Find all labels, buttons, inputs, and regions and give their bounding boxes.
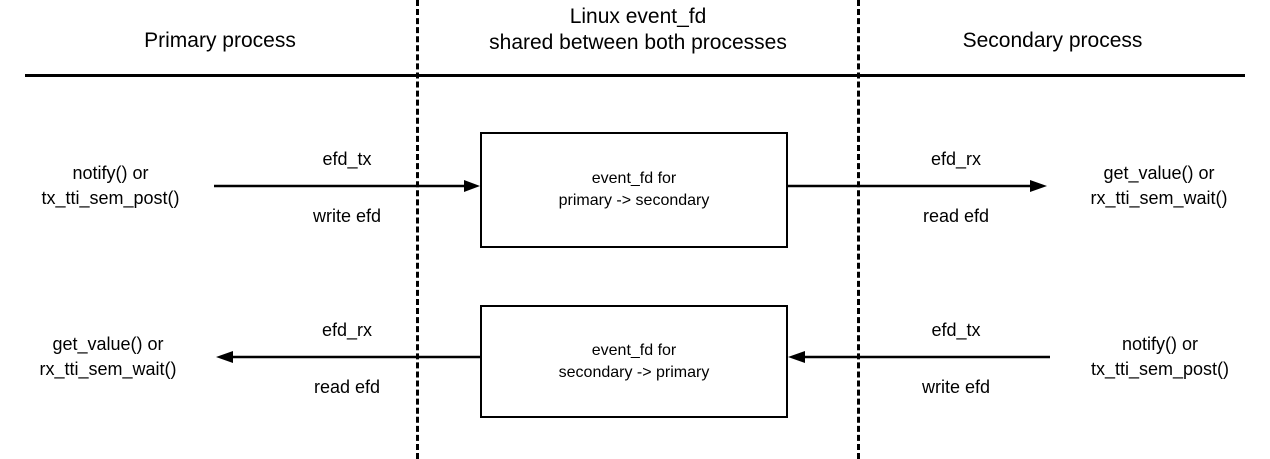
column-header-primary-process: Primary process <box>144 29 296 52</box>
endpoint-label-secondary-get-value-rx: get_value() or rx_tti_sem_wait() <box>1090 163 1228 208</box>
arrow-label-read-efd-secondary: read efd <box>922 206 990 226</box>
header-separator-rule <box>25 74 1245 77</box>
endpoint-label-primary-get-value-rx: get_value() or rx_tti_sem_wait() <box>39 334 177 379</box>
arrow-label-efd-rx-primary: efd_rx <box>321 320 373 340</box>
endpoint-label-primary-notify-tx: notify() or tx_tti_sem_post() <box>41 163 180 208</box>
arrow-label-write-efd-secondary: write efd <box>921 377 991 397</box>
event-fd-box-primary-to-secondary: event_fd for primary -> secondary <box>480 132 788 248</box>
process-boundary-left-dashed-line <box>416 0 419 459</box>
process-boundary-right-dashed-line <box>857 0 860 459</box>
arrow-label-efd-tx-secondary: efd_tx <box>931 320 981 340</box>
column-header-shared-event-fd: Linux event_fd shared between both proce… <box>489 5 787 54</box>
arrow-box-to-primary-read <box>216 351 482 363</box>
arrow-label-efd-rx-secondary: efd_rx <box>930 149 982 169</box>
arrow-label-write-efd-primary: write efd <box>312 206 382 226</box>
event-fd-box-secondary-to-primary: event_fd for secondary -> primary <box>480 305 788 418</box>
arrow-label-efd-tx-primary: efd_tx <box>322 149 372 169</box>
endpoint-label-secondary-notify-tx: notify() or tx_tti_sem_post() <box>1090 334 1230 379</box>
column-header-secondary-process: Secondary process <box>962 29 1143 52</box>
arrow-secondary-write-to-box <box>788 351 1050 363</box>
arrow-primary-write-to-box <box>214 180 480 192</box>
arrow-label-read-efd-primary: read efd <box>313 377 381 397</box>
arrow-box-to-secondary-read <box>786 180 1047 192</box>
